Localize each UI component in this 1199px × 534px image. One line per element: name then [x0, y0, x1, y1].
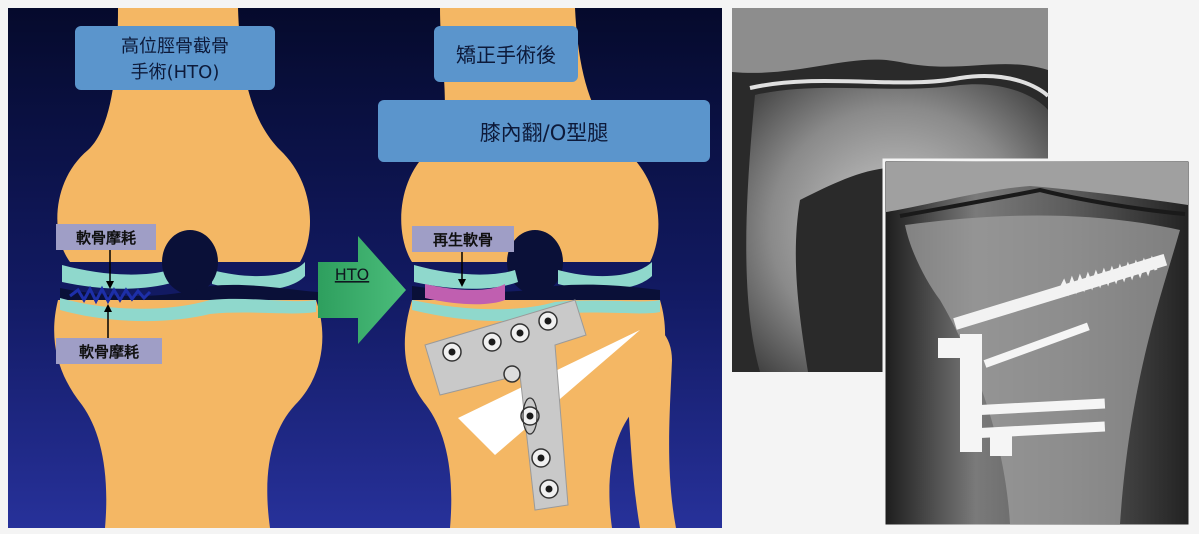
screw-center-3 [517, 330, 524, 337]
xray-plate-head [938, 338, 982, 358]
label-cartilage-wear-top: 軟骨摩耗 [76, 229, 136, 247]
title-hto-line1: 高位脛骨截骨 [121, 36, 229, 57]
xray-postop [884, 160, 1190, 526]
screw-5 [504, 366, 520, 382]
hto-arrow-label: HTO [335, 265, 369, 284]
screw-center-7 [538, 455, 545, 462]
xray-plate-bottom [990, 428, 1012, 456]
screw-center-8 [546, 486, 553, 493]
screw-center-1 [449, 349, 456, 356]
screw-center-4 [545, 318, 552, 325]
screw-center-6 [527, 413, 534, 420]
label-cartilage-wear-bottom: 軟骨摩耗 [79, 343, 139, 361]
screw-center-2 [489, 339, 496, 346]
left-intercondylar-notch [162, 230, 218, 294]
subtitle-knee-varus: 膝內翻/O型腿 [480, 121, 609, 145]
title-hto-line2: 手術(HTO) [131, 62, 220, 83]
right-intercondylar-notch [507, 230, 563, 294]
label-regen-cartilage: 再生軟骨 [433, 231, 493, 249]
title-after-surgery: 矯正手術後 [456, 43, 556, 67]
